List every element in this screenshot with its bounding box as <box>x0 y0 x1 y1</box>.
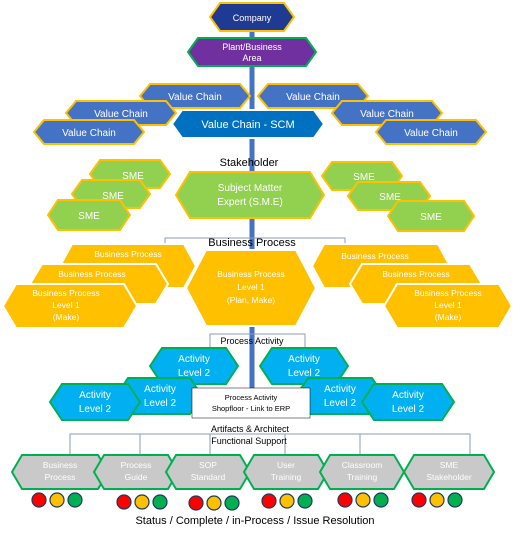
svg-text:Business: Business <box>43 460 78 470</box>
artifact-sme-stakeholder: SME Stakeholder <box>402 454 496 490</box>
svg-text:Business Process: Business Process <box>341 251 409 261</box>
svg-text:SME: SME <box>440 460 459 470</box>
svg-text:Level 2: Level 2 <box>392 404 425 415</box>
plant-area-label-2: Area <box>242 53 261 63</box>
svg-text:Business Process: Business Process <box>94 249 162 259</box>
sme-left-front: SME <box>46 199 132 231</box>
status-lights-sme-stakeholder <box>411 492 463 508</box>
svg-text:Expert (S.M.E): Expert (S.M.E) <box>217 197 283 208</box>
plant-business-area-node: Plant/Business Area <box>186 37 318 67</box>
svg-text:Business Process: Business Process <box>58 269 126 279</box>
svg-text:Value Chain - SCM: Value Chain - SCM <box>201 119 294 131</box>
stakeholder-heading: Stakeholder <box>220 157 279 169</box>
svg-text:Activity: Activity <box>392 390 424 401</box>
svg-text:(Make): (Make) <box>435 312 462 322</box>
svg-text:Process: Process <box>121 460 152 470</box>
activity-right-top: Activity Level 2 <box>258 347 350 385</box>
svg-text:Activity: Activity <box>79 390 111 401</box>
sme-center: Subject Matter Expert (S.M.E) <box>174 171 326 219</box>
svg-text:Standard: Standard <box>191 472 226 482</box>
svg-text:Value Chain: Value Chain <box>62 128 116 139</box>
svg-text:SOP: SOP <box>199 460 217 470</box>
svg-text:(Plan, Make): (Plan, Make) <box>227 295 275 305</box>
bp-left-front: Business Process Level 1 (Make) <box>1 283 139 329</box>
artifact-classroom-training: Classroom Training <box>318 454 406 490</box>
svg-text:Activity: Activity <box>178 354 210 365</box>
svg-text:Stakeholder: Stakeholder <box>426 472 472 482</box>
sme-right-front: SME <box>386 200 476 232</box>
status-lights-classroom-training <box>337 492 389 508</box>
svg-text:Value Chain: Value Chain <box>360 109 414 120</box>
svg-text:Business Process: Business Process <box>32 288 100 298</box>
svg-text:SME: SME <box>78 211 100 222</box>
activity-right-front: Activity Level 2 <box>360 383 456 421</box>
svg-text:Business Process: Business Process <box>414 288 482 298</box>
svg-text:SME: SME <box>420 212 442 223</box>
company-label: Company <box>233 13 272 23</box>
artifact-user-training: User Training <box>242 454 330 490</box>
status-lights <box>31 492 463 511</box>
svg-text:Level 1: Level 1 <box>237 282 265 292</box>
plant-area-label-1: Plant/Business <box>222 42 282 52</box>
svg-text:Subject Matter: Subject Matter <box>218 183 283 194</box>
svg-text:SME: SME <box>102 191 124 202</box>
svg-text:User: User <box>277 460 295 470</box>
value-chain-right-bottom: Value Chain <box>374 119 488 145</box>
svg-text:Level 2: Level 2 <box>324 398 357 409</box>
value-chain-scm: Value Chain - SCM <box>170 109 326 139</box>
functional-support-heading: Functional Support <box>211 436 287 446</box>
process-activity-box: Process Activity Shopfloor - Link to ERP <box>191 387 311 419</box>
svg-text:Business Process: Business Process <box>382 269 450 279</box>
bp-center: Business Process Level 1 (Plan, Make) <box>184 249 318 327</box>
svg-text:Classroom: Classroom <box>342 460 383 470</box>
svg-text:Level 2: Level 2 <box>144 398 177 409</box>
svg-text:Training: Training <box>347 472 378 482</box>
artifact-sop-standard: SOP Standard <box>164 454 252 490</box>
svg-text:Level 2: Level 2 <box>178 368 211 379</box>
bp-right-front: Business Process Level 1 (Make) <box>382 283 514 329</box>
svg-text:Business Process: Business Process <box>217 269 285 279</box>
svg-text:Level 1: Level 1 <box>52 300 80 310</box>
svg-text:Process Activity: Process Activity <box>225 393 278 402</box>
svg-text:Value Chain: Value Chain <box>286 92 340 103</box>
status-lights-user-training <box>261 493 313 509</box>
svg-text:Value Chain: Value Chain <box>404 128 458 139</box>
artifact-business-process: Business Process <box>10 454 110 490</box>
status-caption: Status / Complete / in-Process / Issue R… <box>135 515 374 527</box>
status-lights-process-guide <box>116 494 168 510</box>
svg-text:SME: SME <box>379 192 401 203</box>
company-node: Company <box>208 1 296 32</box>
svg-text:Training: Training <box>271 472 302 482</box>
value-chain-left-bottom: Value Chain <box>32 119 146 145</box>
svg-text:Shopfloor - Link to ERP: Shopfloor - Link to ERP <box>212 404 290 413</box>
svg-text:Level 2: Level 2 <box>79 404 112 415</box>
svg-text:Value Chain: Value Chain <box>94 109 148 120</box>
svg-text:Activity: Activity <box>288 354 320 365</box>
svg-text:(Make): (Make) <box>53 312 80 322</box>
svg-text:Process: Process <box>45 472 76 482</box>
activity-left-front: Activity Level 2 <box>48 383 142 421</box>
status-lights-business-process <box>31 492 83 508</box>
svg-text:Level 2: Level 2 <box>288 368 321 379</box>
business-process-heading: Business Process <box>208 237 296 249</box>
artifacts-heading: Artifacts & Architect <box>211 424 290 434</box>
svg-text:Activity: Activity <box>144 384 176 395</box>
status-lights-sop-standard <box>188 495 240 511</box>
process-activity-heading: Process Activity <box>220 336 284 346</box>
svg-text:Value Chain: Value Chain <box>168 92 222 103</box>
svg-text:Guide: Guide <box>125 472 148 482</box>
svg-text:SME: SME <box>122 171 144 182</box>
svg-text:SME: SME <box>353 172 375 183</box>
svg-text:Activity: Activity <box>324 384 356 395</box>
svg-text:Level 1: Level 1 <box>434 300 462 310</box>
